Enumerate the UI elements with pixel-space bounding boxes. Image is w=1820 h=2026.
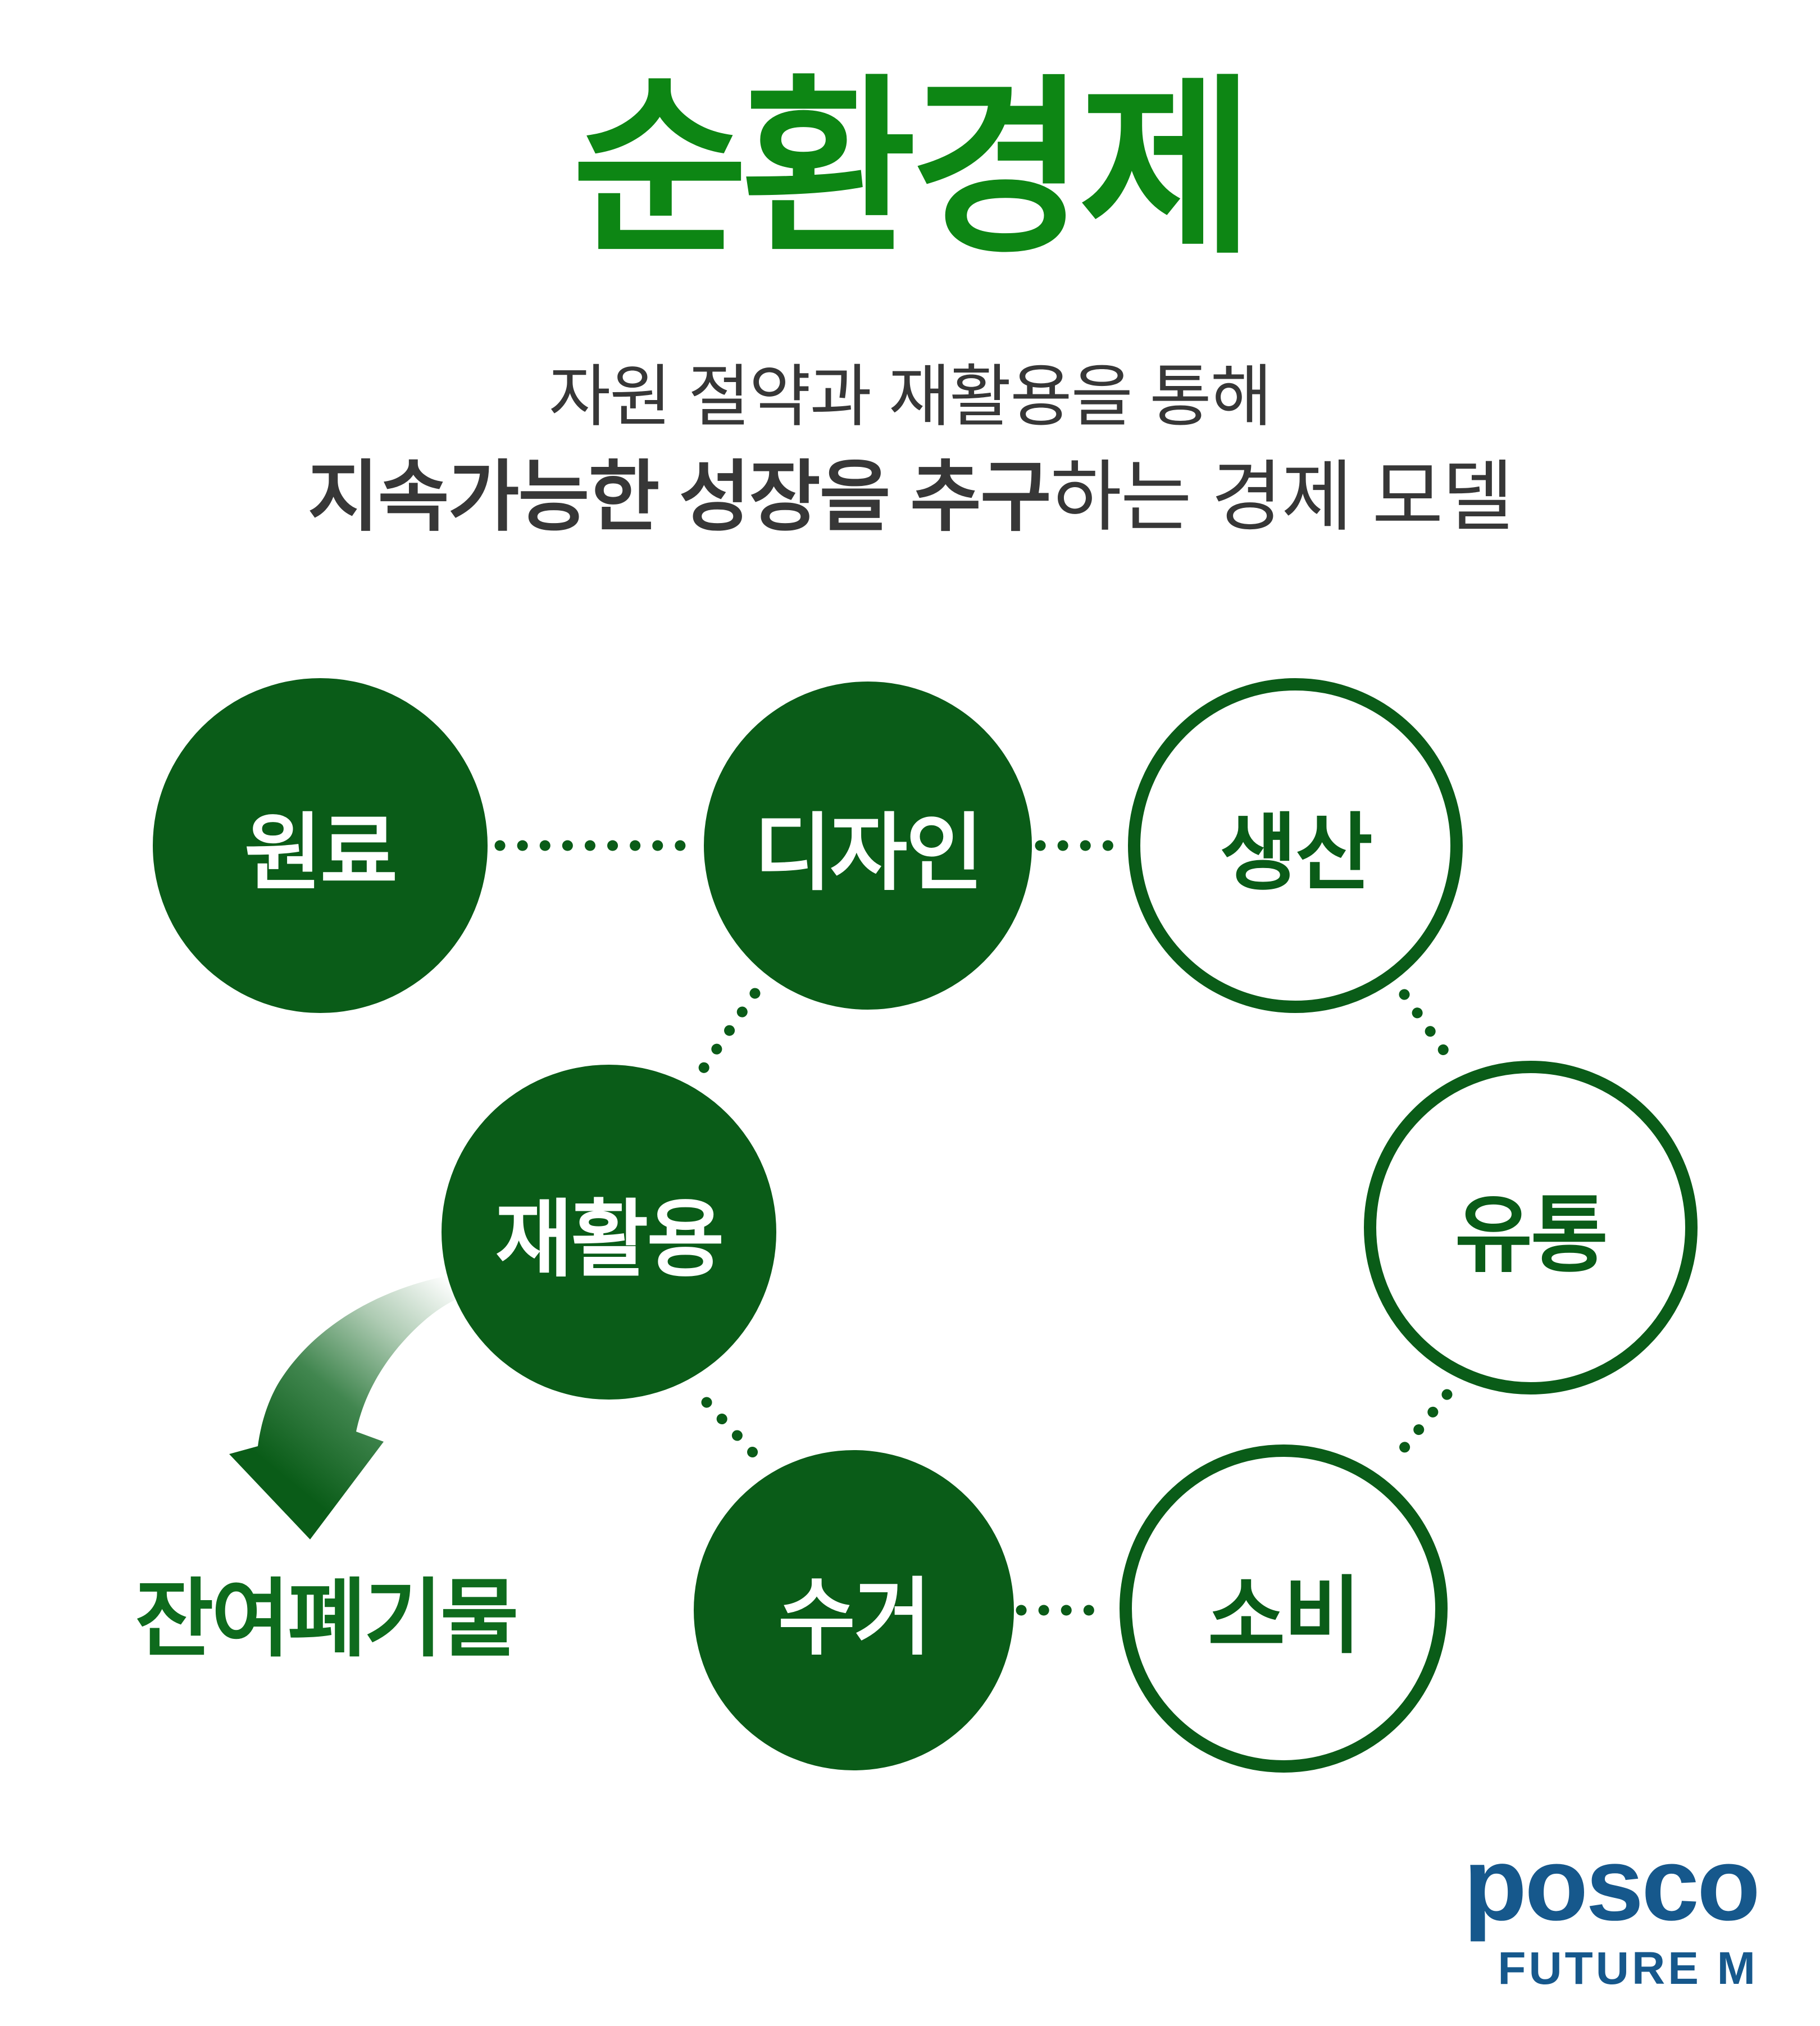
- node-label: 재활용: [495, 1192, 724, 1287]
- node-design: 디자인: [704, 682, 1032, 1010]
- dotted-connector-recycle-collection: [701, 1397, 765, 1465]
- node-consumption: 소비: [1120, 1444, 1448, 1773]
- node-label: 소비: [1207, 1568, 1361, 1663]
- subtitle-line1: 자원 절약과 재활용을 통해: [548, 359, 1272, 434]
- node-raw-materials: 원료: [153, 678, 488, 1013]
- node-label: 수거: [777, 1570, 931, 1665]
- node-label: 유통: [1454, 1187, 1608, 1282]
- subtitle-line2-rest: 하는 경제 모델: [1050, 454, 1513, 540]
- node-label: 생산: [1219, 805, 1373, 900]
- posco-future-m-wordmark: FUTURE M: [1498, 1943, 1758, 1994]
- waste-label: 잔여폐기물: [135, 1571, 518, 1667]
- node-recycling: 재활용: [442, 1065, 776, 1400]
- dotted-connector-production-distribution: [1399, 989, 1460, 1072]
- page-title: 순환경제: [572, 62, 1254, 276]
- posco-wordmark: posco: [1463, 1827, 1760, 1942]
- subtitle-line2: 지속가능한 성장을 추구하는 경제 모델: [0, 434, 1820, 546]
- node-distribution: 유통: [1364, 1061, 1698, 1394]
- posco-logo: posco FUTURE M: [1463, 1827, 1760, 1994]
- node-label: 원료: [244, 805, 398, 900]
- dotted-connector-recycle-design: [698, 988, 761, 1074]
- dotted-connector-distribution-consumption: [1391, 1389, 1453, 1463]
- subtitle-line2-emphasis: 지속가능한 성장을 추구: [307, 454, 1052, 540]
- node-label: 디자인: [754, 805, 983, 900]
- node-production: 생산: [1128, 678, 1463, 1013]
- node-collection: 수거: [694, 1450, 1014, 1770]
- curved-arrow-down-icon: [229, 1277, 464, 1539]
